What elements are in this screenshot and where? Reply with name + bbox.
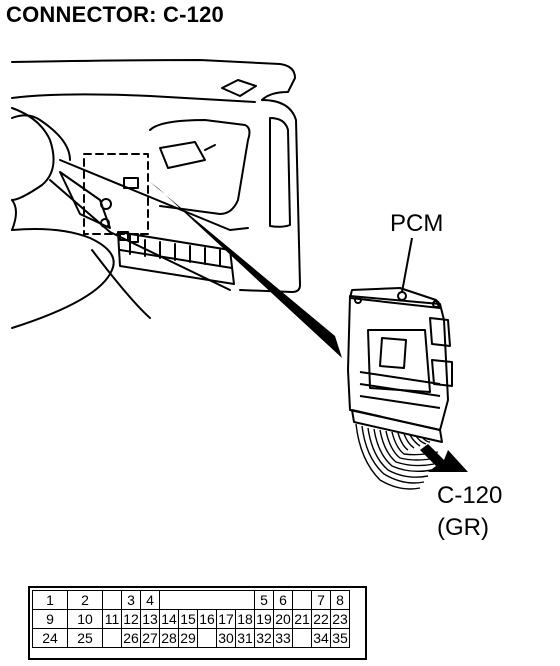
- pcm-body: [347, 295, 449, 431]
- pin-cell: 1: [32, 590, 68, 610]
- pin-blank: [102, 628, 122, 648]
- pin-blank: [178, 590, 198, 610]
- pin-cell: 18: [235, 609, 255, 629]
- dashboard-upper-surface: [11, 93, 256, 103]
- glovebox-outline: [149, 119, 251, 215]
- pin-cell: 34: [311, 628, 331, 648]
- pin-cell: 20: [273, 609, 293, 629]
- pin-cell: 3: [121, 590, 141, 610]
- pin-cell: 11: [102, 609, 122, 629]
- pin-cell: 4: [140, 590, 160, 610]
- pin-blank: [197, 590, 217, 610]
- diagram-title: CONNECTOR: C-120: [6, 2, 224, 27]
- pcm-label-leader: [401, 237, 413, 293]
- pin-cell: 26: [121, 628, 141, 648]
- pin-cell: 23: [330, 609, 350, 629]
- mount-plate: [59, 171, 111, 229]
- pcm-module: [347, 287, 453, 443]
- pin-cell: 31: [235, 628, 255, 648]
- pin-cell: 2: [67, 590, 103, 610]
- pin-cell: 21: [292, 609, 312, 629]
- fuse-block: [117, 231, 235, 285]
- pin-cell: 29: [178, 628, 198, 648]
- connector-color-label: (GR): [437, 514, 489, 541]
- left-edge: [11, 199, 17, 231]
- pillar-outline: [239, 99, 301, 293]
- pin-cell: 10: [67, 609, 103, 629]
- console-edge: [59, 159, 249, 231]
- pin-cell: 19: [254, 609, 274, 629]
- pin-cell: 32: [254, 628, 274, 648]
- floor-contour-2: [91, 249, 151, 319]
- pin-cell: 28: [159, 628, 179, 648]
- pcm-label: PCM: [390, 210, 444, 237]
- floor-contour: [11, 228, 115, 329]
- pin-cell: 24: [32, 628, 68, 648]
- pin-blank: [216, 590, 236, 610]
- pcm-connector-block: [351, 409, 443, 443]
- vehicle-dash-illustration: [11, 59, 468, 490]
- connector-face-frame: [28, 586, 367, 660]
- pin-blank: [102, 590, 122, 610]
- pin-blank: [197, 628, 217, 648]
- wire-harness: [355, 423, 439, 490]
- pin-cell: 7: [311, 590, 331, 610]
- pcm-bracket-tab: [123, 177, 139, 189]
- glovebox-handle: [159, 141, 206, 169]
- pin-blank: [235, 590, 255, 610]
- connector-pointer-arrow: [420, 444, 468, 472]
- dashboard-top-edge: [11, 59, 296, 101]
- pcm-label-plate: [379, 337, 407, 369]
- pin-cell: 22: [311, 609, 331, 629]
- console-lower: [49, 179, 231, 291]
- pin-cell: 27: [140, 628, 160, 648]
- pin-cell: 15: [178, 609, 198, 629]
- pin-cell: 35: [330, 628, 350, 648]
- pin-cell: 6: [273, 590, 293, 610]
- pin-cell: 8: [330, 590, 350, 610]
- pin-cell: 12: [121, 609, 141, 629]
- pillar-inner: [269, 117, 291, 228]
- pcm-location-highlight: [83, 153, 149, 235]
- vent-outline: [221, 79, 257, 97]
- dash-lower-contour: [11, 107, 55, 201]
- mount-bolt: [100, 198, 112, 210]
- pin-blank: [292, 628, 312, 648]
- pin-cell: 16: [197, 609, 217, 629]
- pin-blank: [159, 590, 179, 610]
- connector-id-label: C-120: [437, 482, 503, 509]
- pin-cell: 25: [67, 628, 103, 648]
- glovebox-latch: [204, 144, 216, 151]
- pin-cell: 13: [140, 609, 160, 629]
- dash-middle-contour: [11, 114, 71, 161]
- pin-cell: 9: [32, 609, 68, 629]
- pin-cell: 33: [273, 628, 293, 648]
- pin-cell: 17: [216, 609, 236, 629]
- pin-cell: 30: [216, 628, 236, 648]
- pcm-face-panel: [367, 329, 431, 393]
- pin-cell: 14: [159, 609, 179, 629]
- mount-bolt-2: [100, 218, 110, 228]
- pin-blank: [292, 590, 312, 610]
- pin-cell: 5: [254, 590, 274, 610]
